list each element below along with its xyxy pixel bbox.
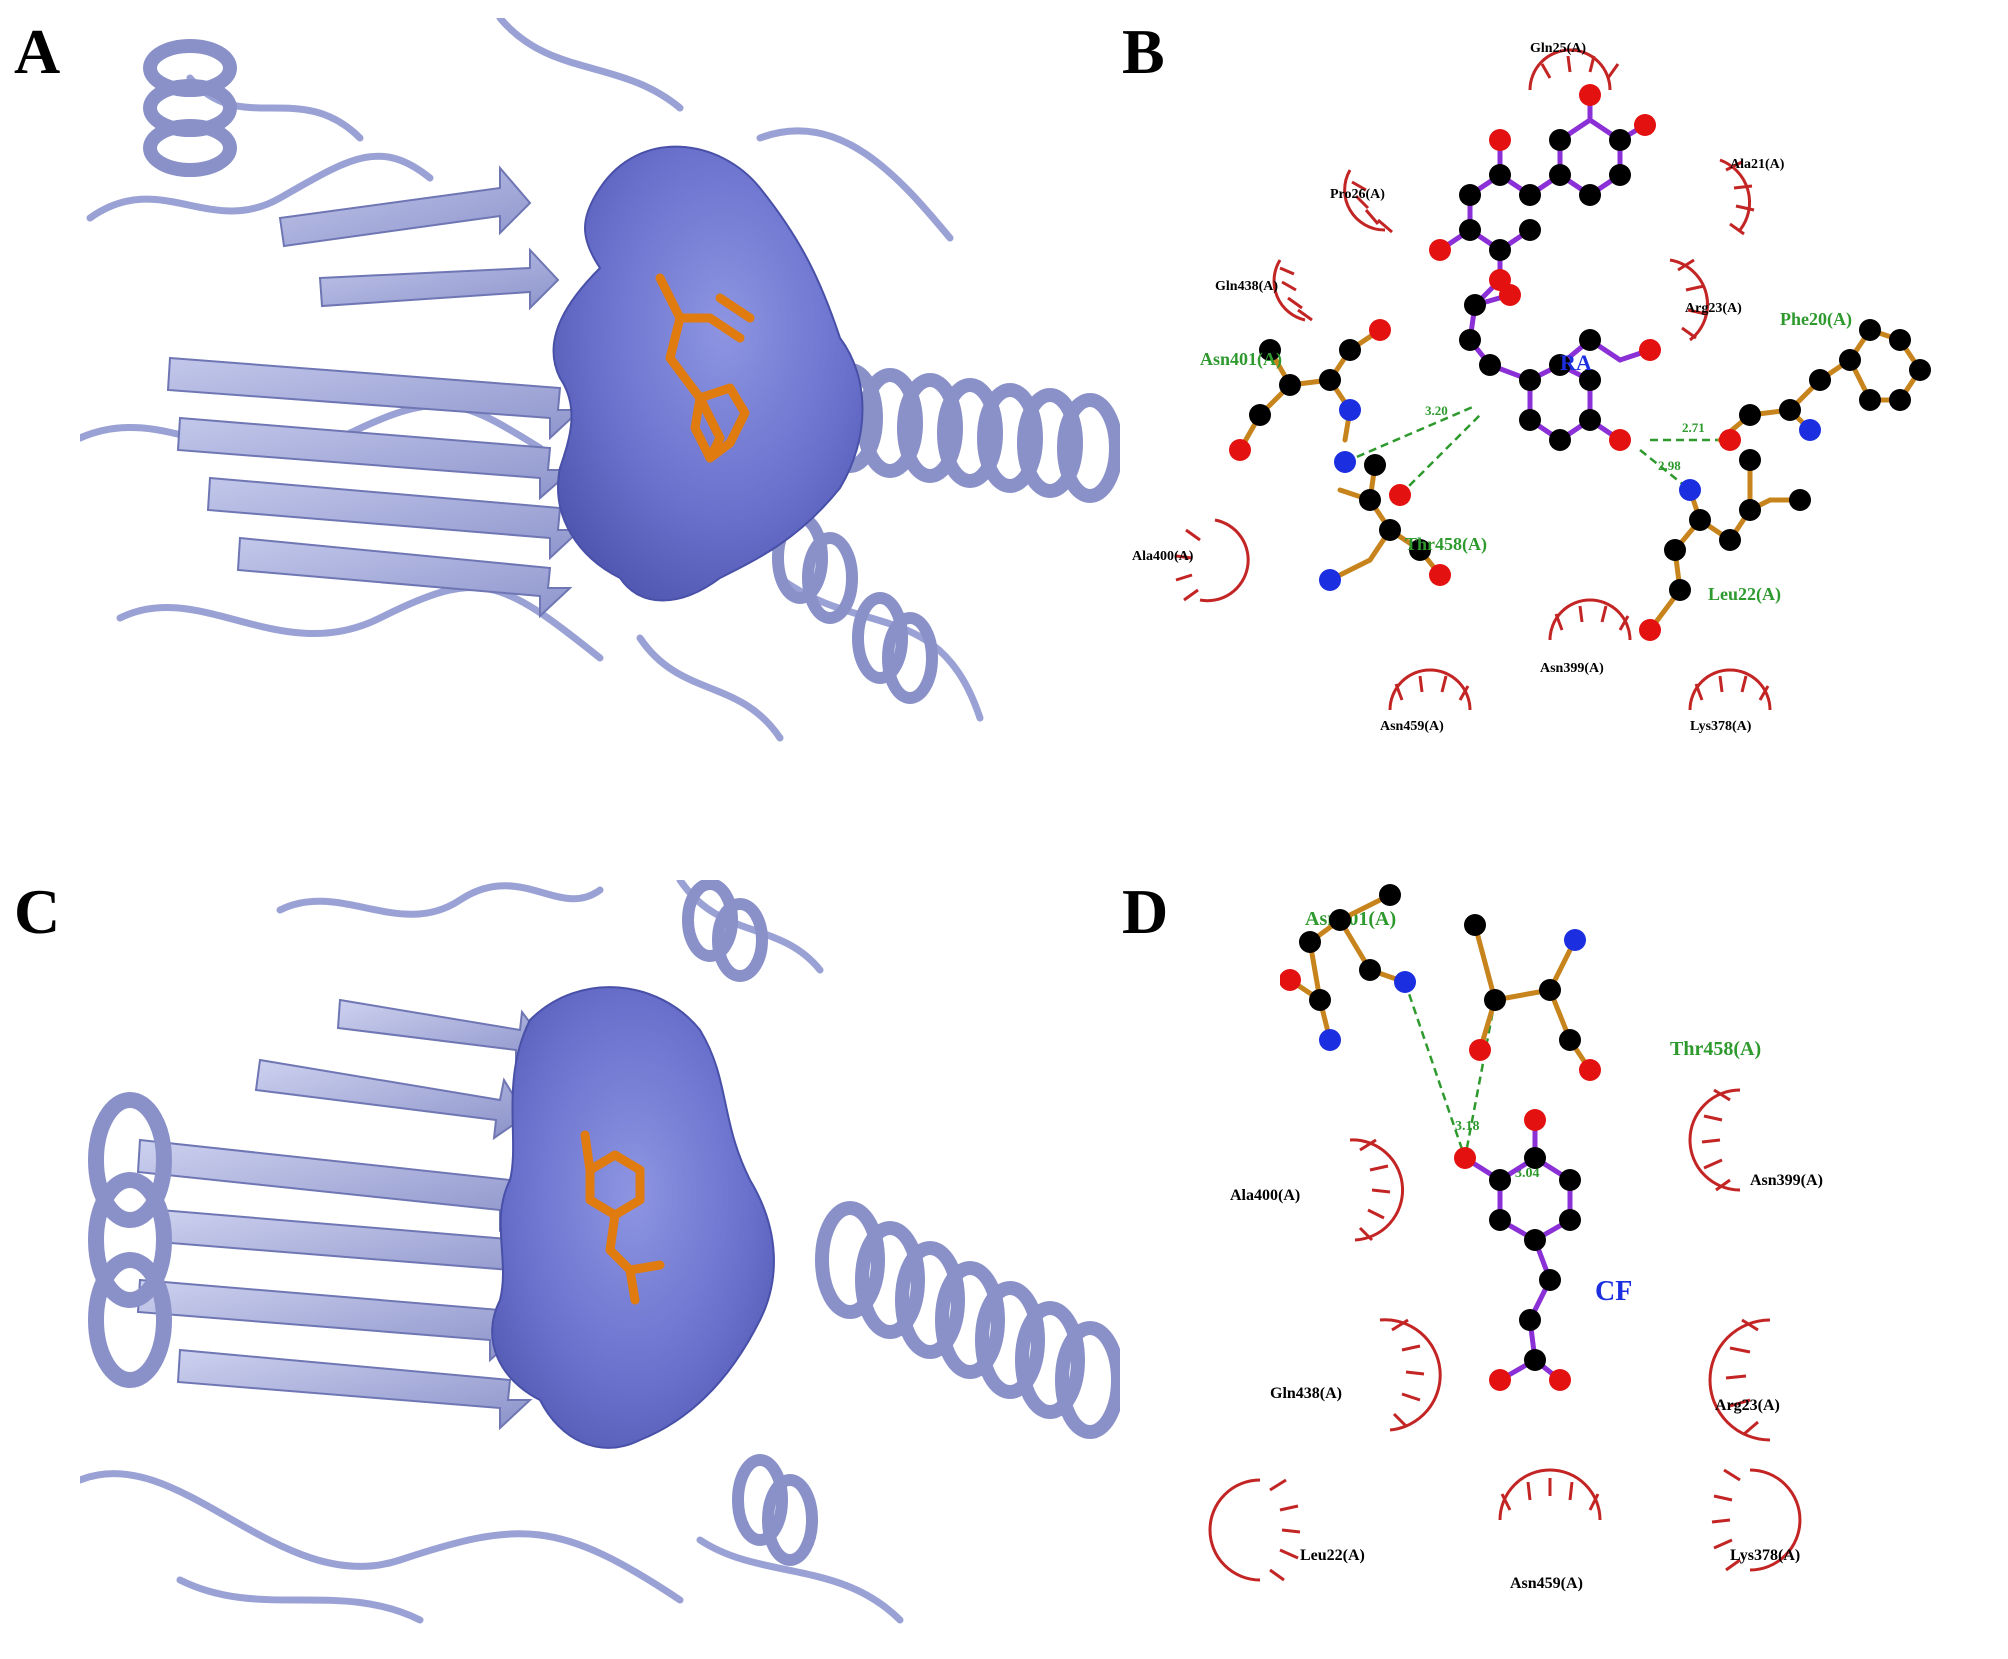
hydrophobic-arcs-b <box>1175 48 1772 711</box>
protein-structure-a <box>80 18 1120 742</box>
residue-label: Leu22(A) <box>1300 1547 1365 1564</box>
panel-letter-b: B <box>1122 16 1165 87</box>
ligand-sticks-c <box>580 1130 665 1305</box>
ligand-sticks-a <box>655 273 755 463</box>
residue-label: Arg23(A) <box>1715 1397 1780 1414</box>
residue-label: Asn399(A) <box>1750 1172 1823 1189</box>
distance-label: 3.20 <box>1425 403 1448 418</box>
panel-letter-c: C <box>14 876 61 947</box>
hbond-residue-label: Leu22(A) <box>1708 584 1781 605</box>
residue-label: Asn459(A) <box>1380 719 1444 734</box>
helix-topleft <box>143 39 237 177</box>
binding-surface <box>552 145 864 602</box>
helix-bottom <box>772 512 938 704</box>
residue-label: Ala400(A) <box>1132 549 1194 564</box>
residue-label: Asn459(A) <box>1510 1575 1583 1592</box>
hbond-residue-label: Thr458(A) <box>1405 534 1487 555</box>
residue-label: Ala400(A) <box>1230 1187 1300 1204</box>
panel-letter-d: D <box>1122 876 1169 947</box>
hbond-residue-label: Phe20(A) <box>1780 309 1852 330</box>
protein-structure-c <box>80 880 1120 1624</box>
residue-label: Lys378(A) <box>1730 1547 1800 1564</box>
residue-label: Gln438(A) <box>1215 279 1278 294</box>
hbond-residue-label: Asn401(A) <box>1200 349 1282 370</box>
hbond-residue-label: Thr458(A) <box>1670 1038 1761 1060</box>
helix-right-c <box>815 1201 1120 1439</box>
interaction-labels-d: Asn401(A) Thr458(A) 3.18 3.04 CF <box>1305 908 1761 1307</box>
residue-label: Pro26(A) <box>1330 187 1385 202</box>
residue-label: Ala21(A) <box>1730 157 1785 172</box>
interaction-diagram-d: Ala400(A) Asn399(A) Gln438(A) Arg23(A) L… <box>1208 1088 1823 1592</box>
residue-label: Asn399(A) <box>1540 661 1604 676</box>
residue-label: Lys378(A) <box>1690 719 1752 734</box>
ligand-label: RA <box>1560 350 1592 375</box>
distance-label: 3.18 <box>1455 1119 1480 1134</box>
beta-strands <box>166 165 583 619</box>
hydrophobic-arcs-d <box>1208 1088 1802 1582</box>
binding-surface-c <box>491 986 775 1449</box>
ligand-label: CF <box>1595 1276 1632 1307</box>
residue-label: Gln25(A) <box>1530 41 1586 56</box>
distance-label: 2.98 <box>1658 458 1681 473</box>
helix-right <box>817 363 1120 503</box>
residue-label: Gln438(A) <box>1270 1385 1342 1402</box>
residue-label: Arg23(A) <box>1685 301 1742 316</box>
panel-letter-a: A <box>14 16 61 87</box>
distance-label: 3.04 <box>1515 1166 1540 1181</box>
interaction-diagram-b: Gln25(A) Ala21(A) Pro26(A) Arg23(A) Gln4… <box>1132 41 1931 734</box>
distance-label: 2.71 <box>1682 420 1705 435</box>
molecule-d <box>1280 884 1601 1391</box>
beta-strands-c <box>136 998 548 1431</box>
atoms-b <box>1229 84 1931 641</box>
